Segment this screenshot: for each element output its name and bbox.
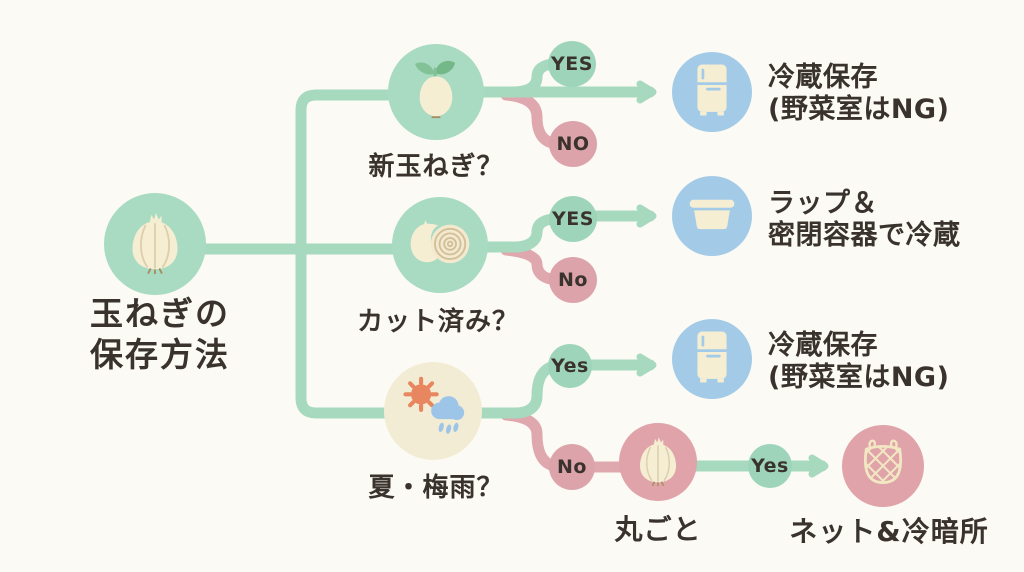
branch1-yes-curve — [494, 58, 562, 98]
branch1-yes-badge: YES — [548, 41, 596, 87]
branch2-main-curve — [424, 213, 562, 253]
raindrops — [438, 422, 459, 434]
branch2-no-line — [500, 244, 566, 286]
cloud-shape — [431, 396, 465, 420]
title-line2: 保存方法 — [90, 335, 230, 374]
branch2-yes-badge: YES — [549, 196, 597, 242]
branch4-yes-badge: Yes — [748, 444, 792, 488]
fridge-icon — [692, 62, 732, 122]
question-label-new-onion: 新玉ねぎ？ — [368, 152, 504, 182]
branch3-yes-badge: Yes — [548, 344, 592, 388]
question-label-season: 夏・梅雨？ — [368, 473, 504, 503]
question-node-season — [384, 362, 482, 460]
branch3-main-curve — [364, 360, 564, 419]
onion-icon — [125, 210, 185, 278]
question-label-cut: カット済み？ — [356, 307, 519, 337]
branch3-no-badge: No — [549, 444, 595, 490]
result3-line2: (野菜室はNG) — [768, 362, 950, 393]
whole-onion-node — [619, 423, 697, 501]
result-node-fridge-1 — [672, 52, 752, 132]
result-label-2: ラップ＆ 密閉容器で冷蔵 — [768, 188, 961, 252]
title-line1: 玉ねぎの — [90, 294, 230, 333]
cut-onion-icon — [407, 217, 473, 273]
result-label-1: 冷蔵保存 (野菜室はNG) — [768, 62, 949, 126]
trunk-branches — [295, 89, 404, 419]
sprout-onion-icon — [407, 59, 465, 125]
branch2-no-badge: No — [549, 257, 597, 303]
result-node-fridge-2 — [672, 319, 752, 399]
container-icon — [687, 195, 737, 237]
branch1-no-badge: NO — [549, 121, 597, 167]
net-result-label: ネット&冷暗所 — [789, 515, 989, 548]
fridge-icon — [692, 329, 732, 389]
onion-icon — [634, 435, 682, 490]
question-node-new-onion — [388, 44, 484, 140]
question-node-cut — [392, 197, 488, 293]
result-label-3: 冷蔵保存 (野菜室はNG) — [768, 330, 949, 394]
sun-rain-icon — [400, 376, 466, 446]
branch1-no-line — [500, 89, 566, 150]
result2-line2: 密閉容器で冷蔵 — [768, 220, 961, 251]
result1-line1: 冷蔵保存 — [768, 62, 878, 93]
result-node-container — [672, 176, 752, 256]
result2-line1: ラップ＆ — [768, 188, 878, 219]
result-node-net — [842, 425, 924, 507]
root-node — [104, 193, 206, 295]
page-title: 玉ねぎの 保存方法 — [35, 293, 285, 375]
result1-line2: (野菜室はNG) — [768, 94, 950, 125]
result3-line1: 冷蔵保存 — [768, 330, 878, 361]
net-bag-icon — [857, 436, 909, 496]
whole-onion-label: 丸ごと — [614, 513, 702, 546]
